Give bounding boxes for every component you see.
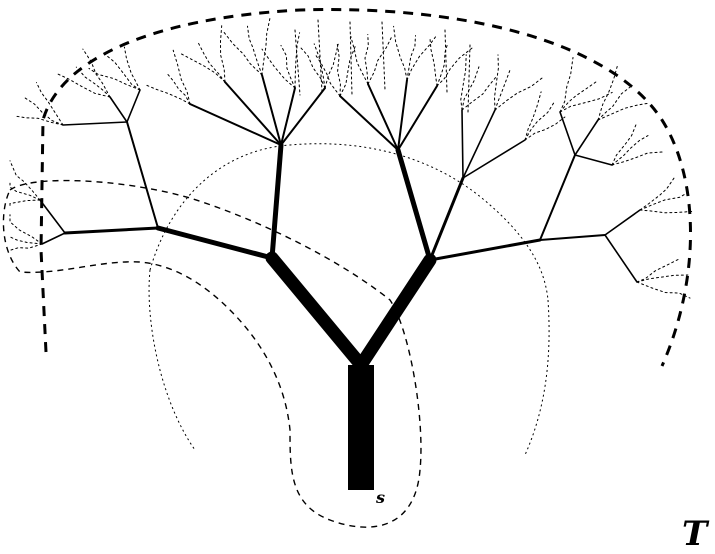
dotted-twig [639,209,693,214]
dotted-twig [223,31,263,76]
dotted-twig [524,100,556,141]
dotted-twig [103,52,141,91]
dotted-twig [123,46,141,91]
dotted-twig [299,46,326,89]
dotted-twig [436,46,474,87]
dotted-twig [55,72,111,98]
dotted-twig [393,25,408,81]
dotted-twig [280,45,296,89]
dotted-twig [597,86,631,121]
dotted-twig [367,34,393,85]
dotted-twig [494,68,511,111]
dotted-twig [406,36,437,81]
dotted-twig [9,235,43,245]
solid-branches [39,74,641,490]
dotted-twig [75,66,111,98]
dotted-twig [493,54,499,111]
root-label: s [375,488,385,507]
dotted-twig [559,91,613,113]
dotted-twig [9,182,41,201]
dotted-twig [636,258,680,283]
dotted-twig [9,214,43,245]
dotted-twig [460,54,467,111]
branch-right-main [354,253,437,372]
dotted-twig [9,243,43,252]
dotted-twig [639,177,675,211]
inner-dashed-region [2,179,422,528]
dotted-twig [314,53,341,97]
dotted-twigs [9,17,693,299]
branch-left-c [63,226,160,235]
dotted-twig [24,97,64,126]
dotted-twig [597,64,618,121]
dotted-twig [350,35,369,85]
dotted-twig [294,29,301,96]
dotted-twig [559,81,597,113]
dotted-twig [339,44,357,97]
dotted-twig [261,17,271,76]
dotted-twig [143,83,191,105]
dotted-twig [494,77,544,111]
dotted-twig [247,25,263,76]
dotted-twig [172,49,191,105]
dotted-twig [364,34,369,85]
dotted-twig [82,48,111,98]
dotted-twig [9,199,41,208]
dotted-twig [559,57,574,113]
dotted-twig [317,19,323,93]
dotted-twig [597,102,649,121]
dotted-twig [324,43,339,89]
dotted-twig [636,274,689,283]
dotted-twig [166,73,191,105]
dotted-twig [9,160,41,201]
dotted-arc-left [148,269,196,451]
dotted-twig [461,76,497,111]
branch-left-main [265,251,368,372]
dotted-twig [524,116,566,141]
dotted-twig [381,21,386,91]
branch-left-b [269,142,284,261]
dotted-twig [88,67,141,91]
dotted-twig [196,40,226,83]
dotted-twig [336,41,341,97]
dotted-twig [349,21,353,96]
dotted-twig [178,52,226,83]
tree-label: T [682,514,710,554]
dotted-twig [261,48,296,89]
dotted-twig [611,135,649,166]
branch-left-d [126,121,159,229]
branch-right-c [428,238,542,262]
dotted-twig [219,25,226,83]
dotted-twig [636,281,691,299]
dotted-twig [294,32,301,89]
dotted-twig [14,115,64,126]
dotted-twig [611,123,637,166]
branch-right-b [428,176,465,262]
dotted-twig [406,35,416,81]
dotted-twig [429,38,438,87]
dotted-twig [313,43,326,89]
dotted-twig [639,191,689,211]
branch-left-a [155,225,275,261]
dotted-arc-right [524,299,550,456]
dotted-arc-upper [149,143,549,301]
dotted-twig [36,82,64,126]
branch-right-a [395,147,433,263]
dotted-twig [467,44,471,113]
dotted-twig [444,29,448,93]
outer-dashed-boundary [39,8,692,367]
dotted-twig [524,91,542,141]
dotted-twig [611,151,663,166]
